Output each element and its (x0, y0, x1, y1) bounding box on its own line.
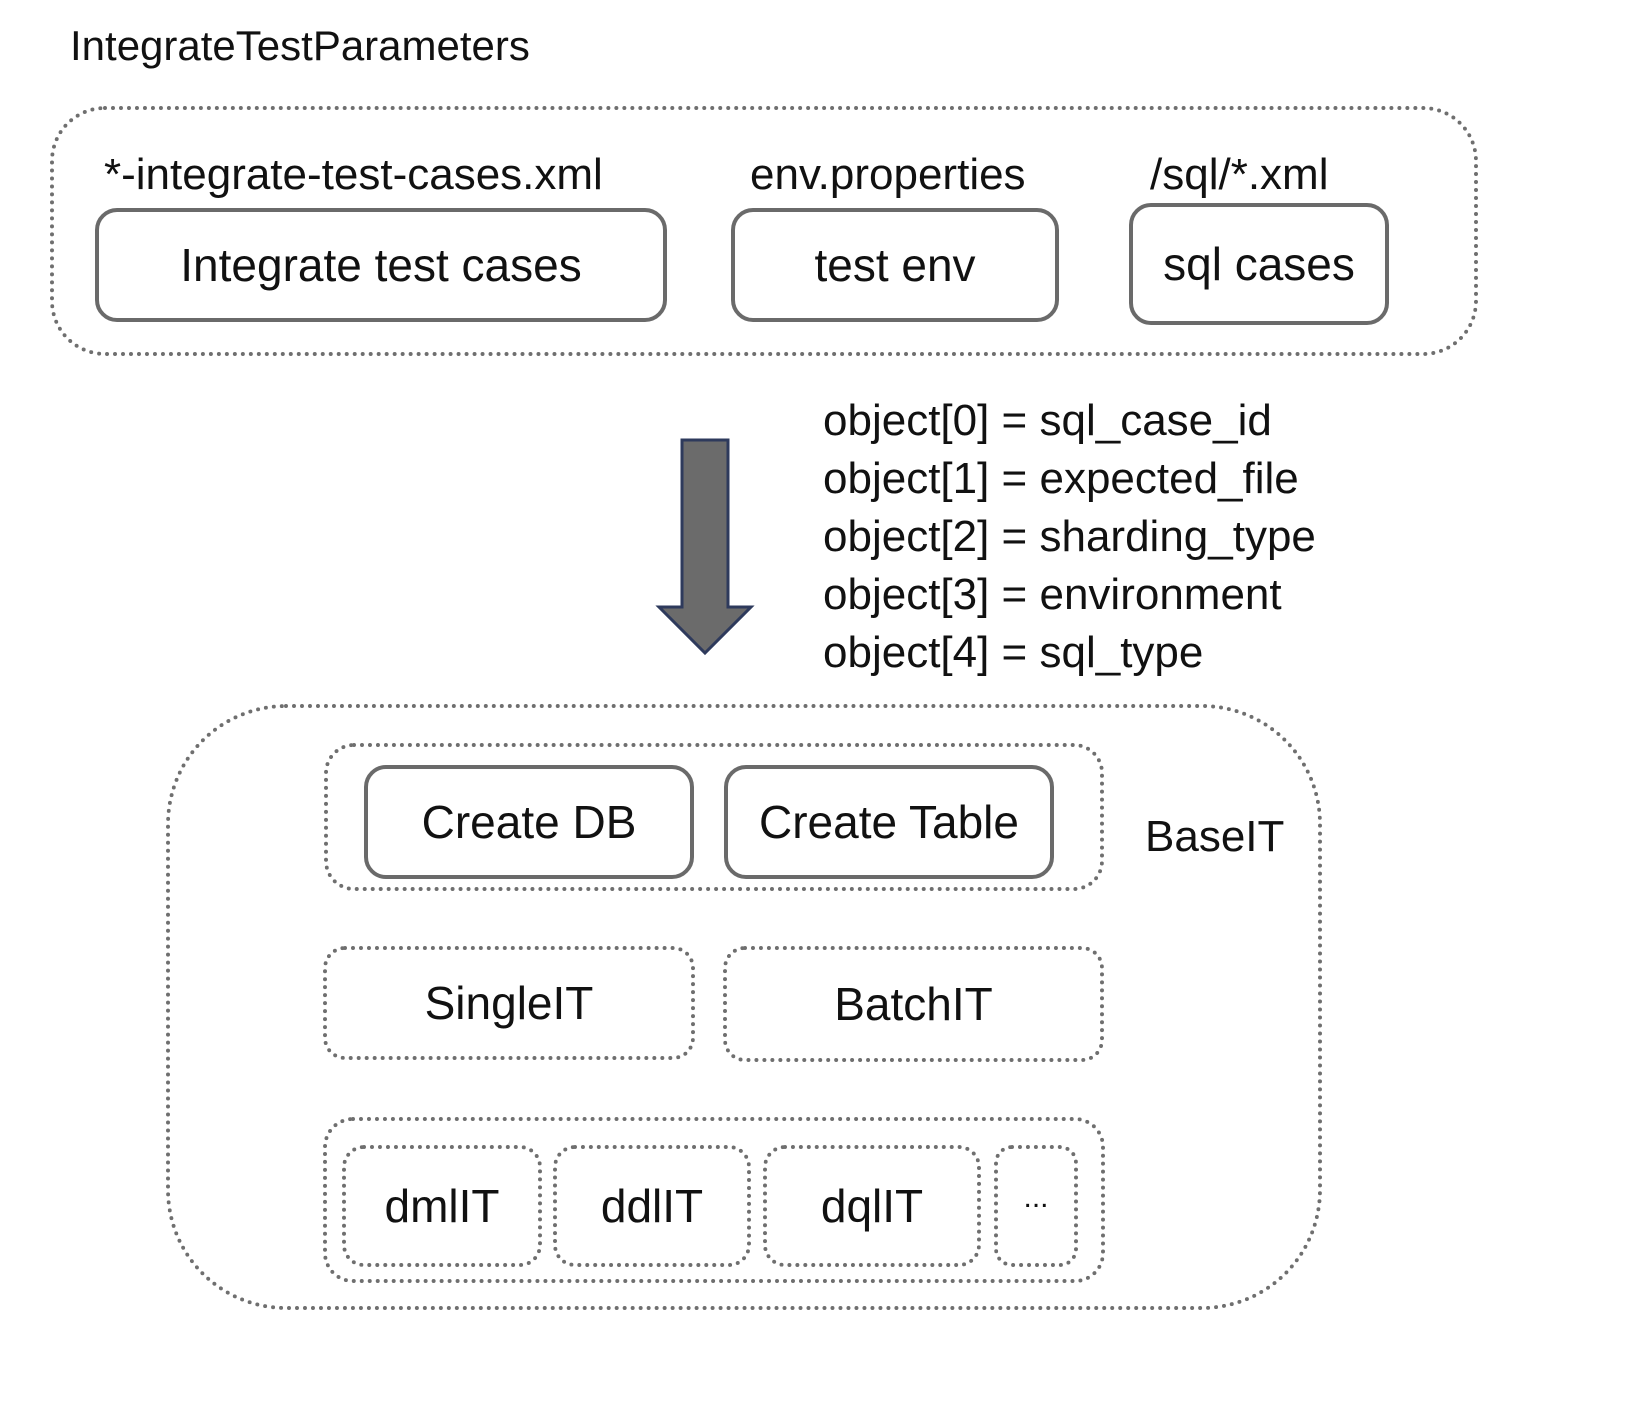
sql-type-group (323, 1117, 1105, 1283)
sql-cases-label: sql cases (1163, 238, 1355, 290)
ddl-it-box: ddlIT (553, 1145, 751, 1267)
dml-it-box: dmlIT (342, 1145, 542, 1267)
parameter-list: object[0] = sql_case_id object[1] = expe… (823, 392, 1316, 682)
parameter-line: object[2] = sharding_type (823, 512, 1316, 561)
create-table-box: Create Table (724, 765, 1054, 879)
test-env-label: test env (814, 239, 976, 291)
source-file-label-env: env.properties (750, 150, 1026, 199)
base-it-group (324, 743, 1104, 891)
parameter-line: object[4] = sql_type (823, 628, 1204, 677)
create-db-label: Create DB (421, 796, 637, 848)
dql-it-label: dqlIT (820, 1180, 924, 1232)
batch-it-box: BatchIT (723, 946, 1104, 1062)
base-it-label: BaseIT (1145, 812, 1285, 861)
test-classes-container (166, 704, 1322, 1310)
diagram-title: IntegrateTestParameters (70, 22, 530, 69)
create-table-label: Create Table (759, 796, 1019, 848)
single-it-label: SingleIT (424, 977, 594, 1029)
test-env-box: test env (731, 208, 1059, 322)
single-it-box: SingleIT (323, 946, 695, 1060)
parameter-line: object[1] = expected_file (823, 454, 1299, 503)
sql-cases-box: sql cases (1129, 203, 1389, 325)
source-file-label-sql: /sql/*.xml (1150, 150, 1329, 199)
create-db-box: Create DB (364, 765, 694, 879)
more-types-box: ... (994, 1145, 1078, 1267)
batch-it-label: BatchIT (834, 978, 993, 1030)
source-file-label-cases: *-integrate-test-cases.xml (104, 150, 603, 199)
integrate-test-cases-box: Integrate test cases (95, 208, 667, 322)
ddl-it-label: ddlIT (600, 1180, 704, 1232)
parameters-sources-container (50, 106, 1478, 356)
more-types-label: ... (1023, 1181, 1049, 1214)
down-arrow-icon (655, 438, 755, 656)
dql-it-box: dqlIT (763, 1145, 981, 1267)
parameter-line: object[3] = environment (823, 570, 1282, 619)
dml-it-label: dmlIT (384, 1180, 500, 1232)
parameter-line: object[0] = sql_case_id (823, 396, 1272, 445)
integrate-test-cases-label: Integrate test cases (180, 239, 582, 291)
